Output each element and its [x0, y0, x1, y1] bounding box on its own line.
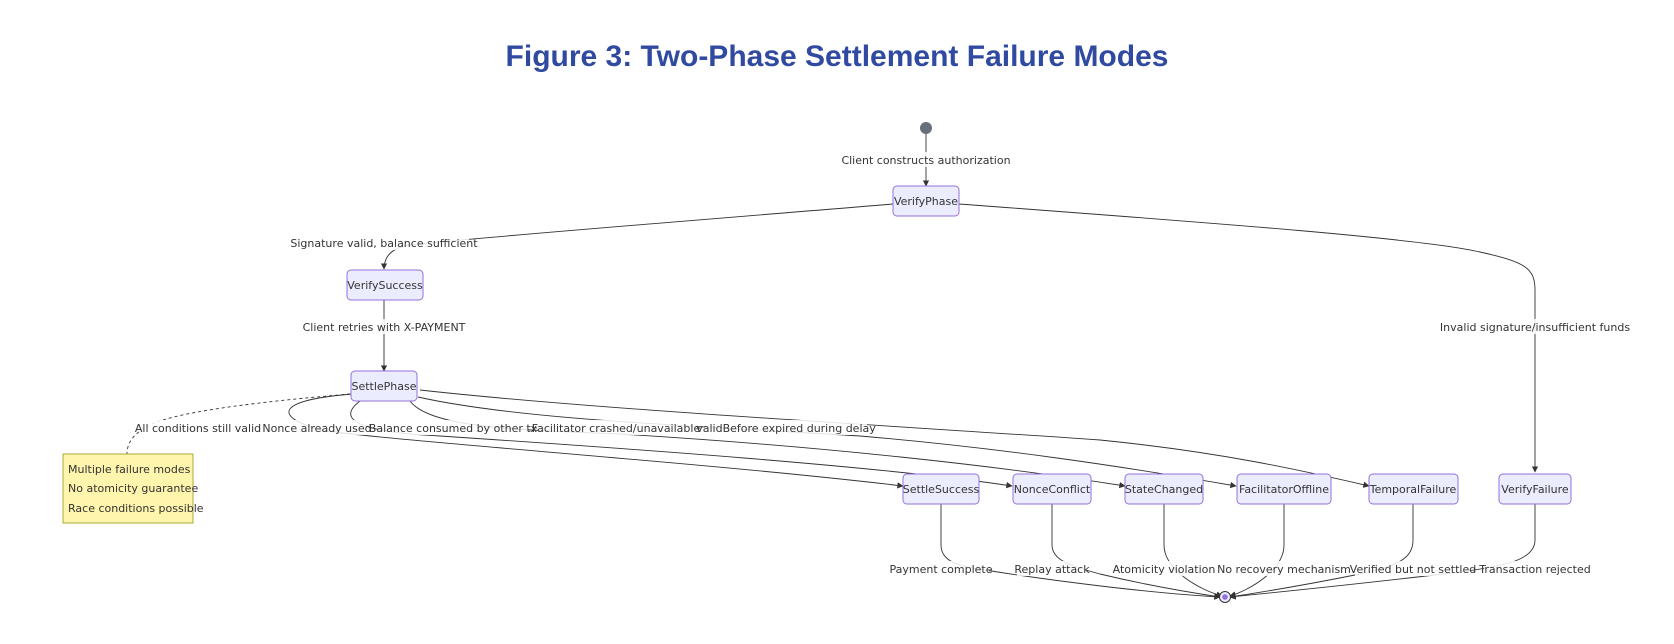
- label-temporal-failure-end: Verified but not settled: [1350, 563, 1476, 576]
- state-state-changed: StateChanged: [1124, 473, 1204, 505]
- label-nonce-conflict-end: Replay attack: [1014, 563, 1090, 576]
- label-state-changed-end: Atomicity violation: [1113, 563, 1216, 576]
- note-line-2: No atomicity guarantee: [68, 482, 198, 495]
- state-settle-success: SettleSuccess: [902, 473, 980, 505]
- note-line-1: Multiple failure modes: [68, 463, 191, 476]
- label-settle-to-temporal-failure: validBefore expired during delay: [696, 422, 876, 435]
- edge-nonceconflict-to-end: [1051, 504, 1221, 600]
- label-settle-to-nonce-conflict: Nonce already used: [262, 422, 371, 435]
- svg-text:SettleSuccess: SettleSuccess: [903, 483, 980, 496]
- edge-statechanged-to-end: [1163, 504, 1223, 598]
- label-settle-success-end: Payment complete: [889, 563, 992, 576]
- state-temporal-failure: TemporalFailure: [1368, 473, 1459, 505]
- svg-text:TemporalFailure: TemporalFailure: [1369, 483, 1457, 496]
- state-verify-success: VerifySuccess: [346, 269, 424, 301]
- edge-settlephase-to-settlesuccess: [288, 393, 904, 489]
- edges: [126, 134, 1539, 600]
- note-box: Multiple failure modes No atomicity guar…: [62, 453, 204, 524]
- svg-text:VerifyPhase: VerifyPhase: [894, 195, 958, 208]
- label-start-to-verify: Client constructs authorization: [841, 154, 1010, 167]
- edge-verifyfailure-to-end: [1229, 504, 1536, 600]
- svg-text:StateChanged: StateChanged: [1125, 483, 1203, 496]
- edge-settlephase-to-statechanged: [409, 400, 1126, 489]
- edge-settlesuccess-to-end: [940, 504, 1221, 600]
- svg-text:FacilitatorOffline: FacilitatorOffline: [1239, 483, 1329, 496]
- svg-text:VerifySuccess: VerifySuccess: [347, 279, 423, 292]
- svg-text:VerifyFailure: VerifyFailure: [1501, 483, 1569, 496]
- label-settle-to-state-changed: Balance consumed by other tx: [369, 422, 538, 435]
- edge-labels: Client constructs authorization Signatur…: [135, 152, 1630, 576]
- state-verify-failure: VerifyFailure: [1498, 473, 1572, 505]
- label-facilitator-offline-end: No recovery mechanism: [1217, 563, 1351, 576]
- note-line-3: Race conditions possible: [68, 502, 204, 515]
- note-connector: [126, 393, 351, 455]
- state-facilitator-offline: FacilitatorOffline: [1236, 473, 1332, 505]
- end-state-marker: [1219, 591, 1231, 603]
- state-nonce-conflict: NonceConflict: [1012, 473, 1092, 505]
- label-verify-failure-end: Transaction rejected: [1478, 563, 1590, 576]
- state-settle-phase: SettlePhase: [350, 370, 418, 402]
- svg-text:SettlePhase: SettlePhase: [351, 380, 416, 393]
- edge-verifyphase-to-verifysuccess: [380, 203, 894, 270]
- label-verify-to-success: Signature valid, balance sufficient: [290, 237, 478, 250]
- edge-settlephase-to-temporalfailure: [419, 389, 1370, 488]
- edge-verifyphase-to-verifyfailure: [958, 203, 1539, 473]
- edge-facilitatoroffline-to-end: [1229, 504, 1285, 598]
- label-settle-to-facilitator-offline: Facilitator crashed/unavailable: [532, 422, 701, 435]
- start-state-marker: [920, 122, 932, 134]
- state-verify-phase: VerifyPhase: [892, 185, 960, 217]
- edge-settlephase-to-facilitatoroffline: [417, 396, 1237, 489]
- label-verify-to-failure: Invalid signature/insufficient funds: [1440, 321, 1630, 334]
- label-success-to-settle: Client retries with X-PAYMENT: [303, 321, 466, 334]
- figure-title: Figure 3: Two-Phase Settlement Failure M…: [505, 40, 1169, 73]
- label-settle-to-settle-success: All conditions still valid: [135, 422, 261, 435]
- svg-text:NonceConflict: NonceConflict: [1014, 483, 1091, 496]
